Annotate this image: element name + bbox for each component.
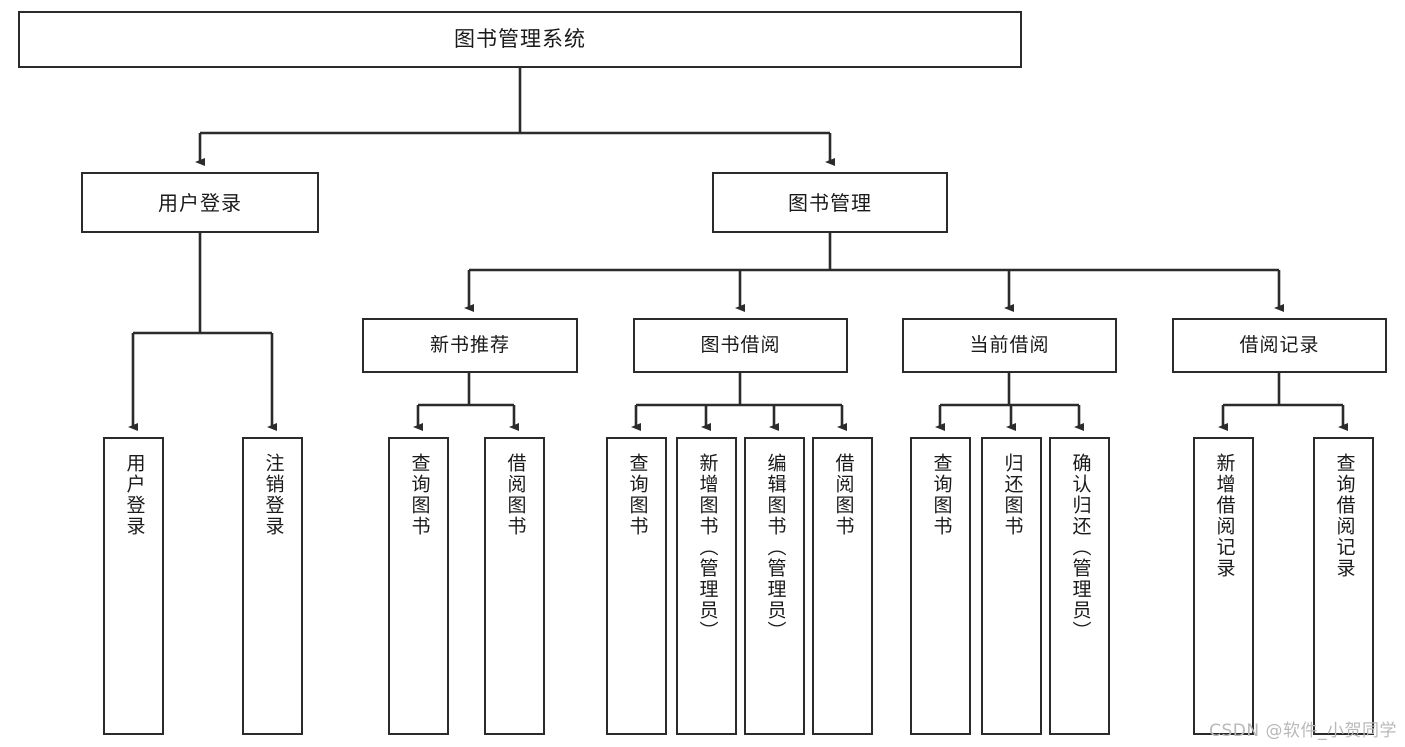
- node-leaf-label: 用户登录: [123, 453, 146, 537]
- node-book-borrow[interactable]: 图书借阅: [633, 318, 848, 373]
- node-root-label: 图书管理系统: [454, 27, 586, 51]
- node-leaf-cur-return-book[interactable]: 归还图书: [981, 437, 1042, 735]
- node-leaf-label: 查询借阅记录: [1333, 453, 1356, 579]
- node-leaf-cur-confirm-return[interactable]: 确认归还（管理员）: [1049, 437, 1110, 735]
- node-user-login-label: 用户登录: [158, 190, 242, 215]
- watermark: CSDN @软件_小贺同学: [1209, 721, 1397, 741]
- node-book-manage-label: 图书管理: [788, 190, 872, 215]
- node-new-book-recommend-label: 新书推荐: [429, 334, 510, 356]
- node-leaf-borrow-add-book[interactable]: 新增图书（管理员）: [676, 437, 737, 735]
- node-leaf-label: 查询图书: [626, 453, 649, 537]
- node-current-borrow[interactable]: 当前借阅: [902, 318, 1117, 373]
- node-leaf-borrow-query-book[interactable]: 查询图书: [606, 437, 667, 735]
- node-user-login[interactable]: 用户登录: [81, 172, 319, 233]
- node-leaf-rec-borrow-book[interactable]: 借阅图书: [484, 437, 545, 735]
- node-leaf-label: 查询图书: [930, 453, 953, 537]
- node-borrow-record[interactable]: 借阅记录: [1172, 318, 1387, 373]
- node-leaf-user-login[interactable]: 用户登录: [103, 437, 164, 735]
- node-leaf-label: 注销登录: [262, 453, 285, 537]
- node-leaf-label: 借阅图书: [832, 453, 855, 537]
- node-borrow-record-label: 借阅记录: [1239, 334, 1320, 356]
- node-new-book-recommend[interactable]: 新书推荐: [362, 318, 578, 373]
- node-current-borrow-label: 当前借阅: [969, 334, 1050, 356]
- node-leaf-cur-query-book[interactable]: 查询图书: [910, 437, 971, 735]
- node-leaf-label: 查询图书: [408, 453, 431, 537]
- node-leaf-label: 新增图书（管理员）: [696, 453, 719, 642]
- node-leaf-label: 归还图书: [1001, 453, 1024, 537]
- node-leaf-label: 编辑图书（管理员）: [764, 453, 787, 642]
- node-book-borrow-label: 图书借阅: [700, 334, 781, 356]
- node-root[interactable]: 图书管理系统: [18, 11, 1022, 68]
- node-leaf-borrow-borrow-book[interactable]: 借阅图书: [812, 437, 873, 735]
- node-leaf-label: 借阅图书: [504, 453, 527, 537]
- node-leaf-label: 确认归还（管理员）: [1069, 453, 1092, 642]
- node-book-manage[interactable]: 图书管理: [712, 172, 948, 233]
- node-leaf-rec-query-book[interactable]: 查询图书: [388, 437, 449, 735]
- node-leaf-rec-query-record[interactable]: 查询借阅记录: [1313, 437, 1374, 735]
- node-leaf-rec-add-record[interactable]: 新增借阅记录: [1193, 437, 1254, 735]
- node-leaf-label: 新增借阅记录: [1213, 453, 1236, 579]
- node-leaf-user-logout[interactable]: 注销登录: [242, 437, 303, 735]
- node-leaf-borrow-edit-book[interactable]: 编辑图书（管理员）: [744, 437, 805, 735]
